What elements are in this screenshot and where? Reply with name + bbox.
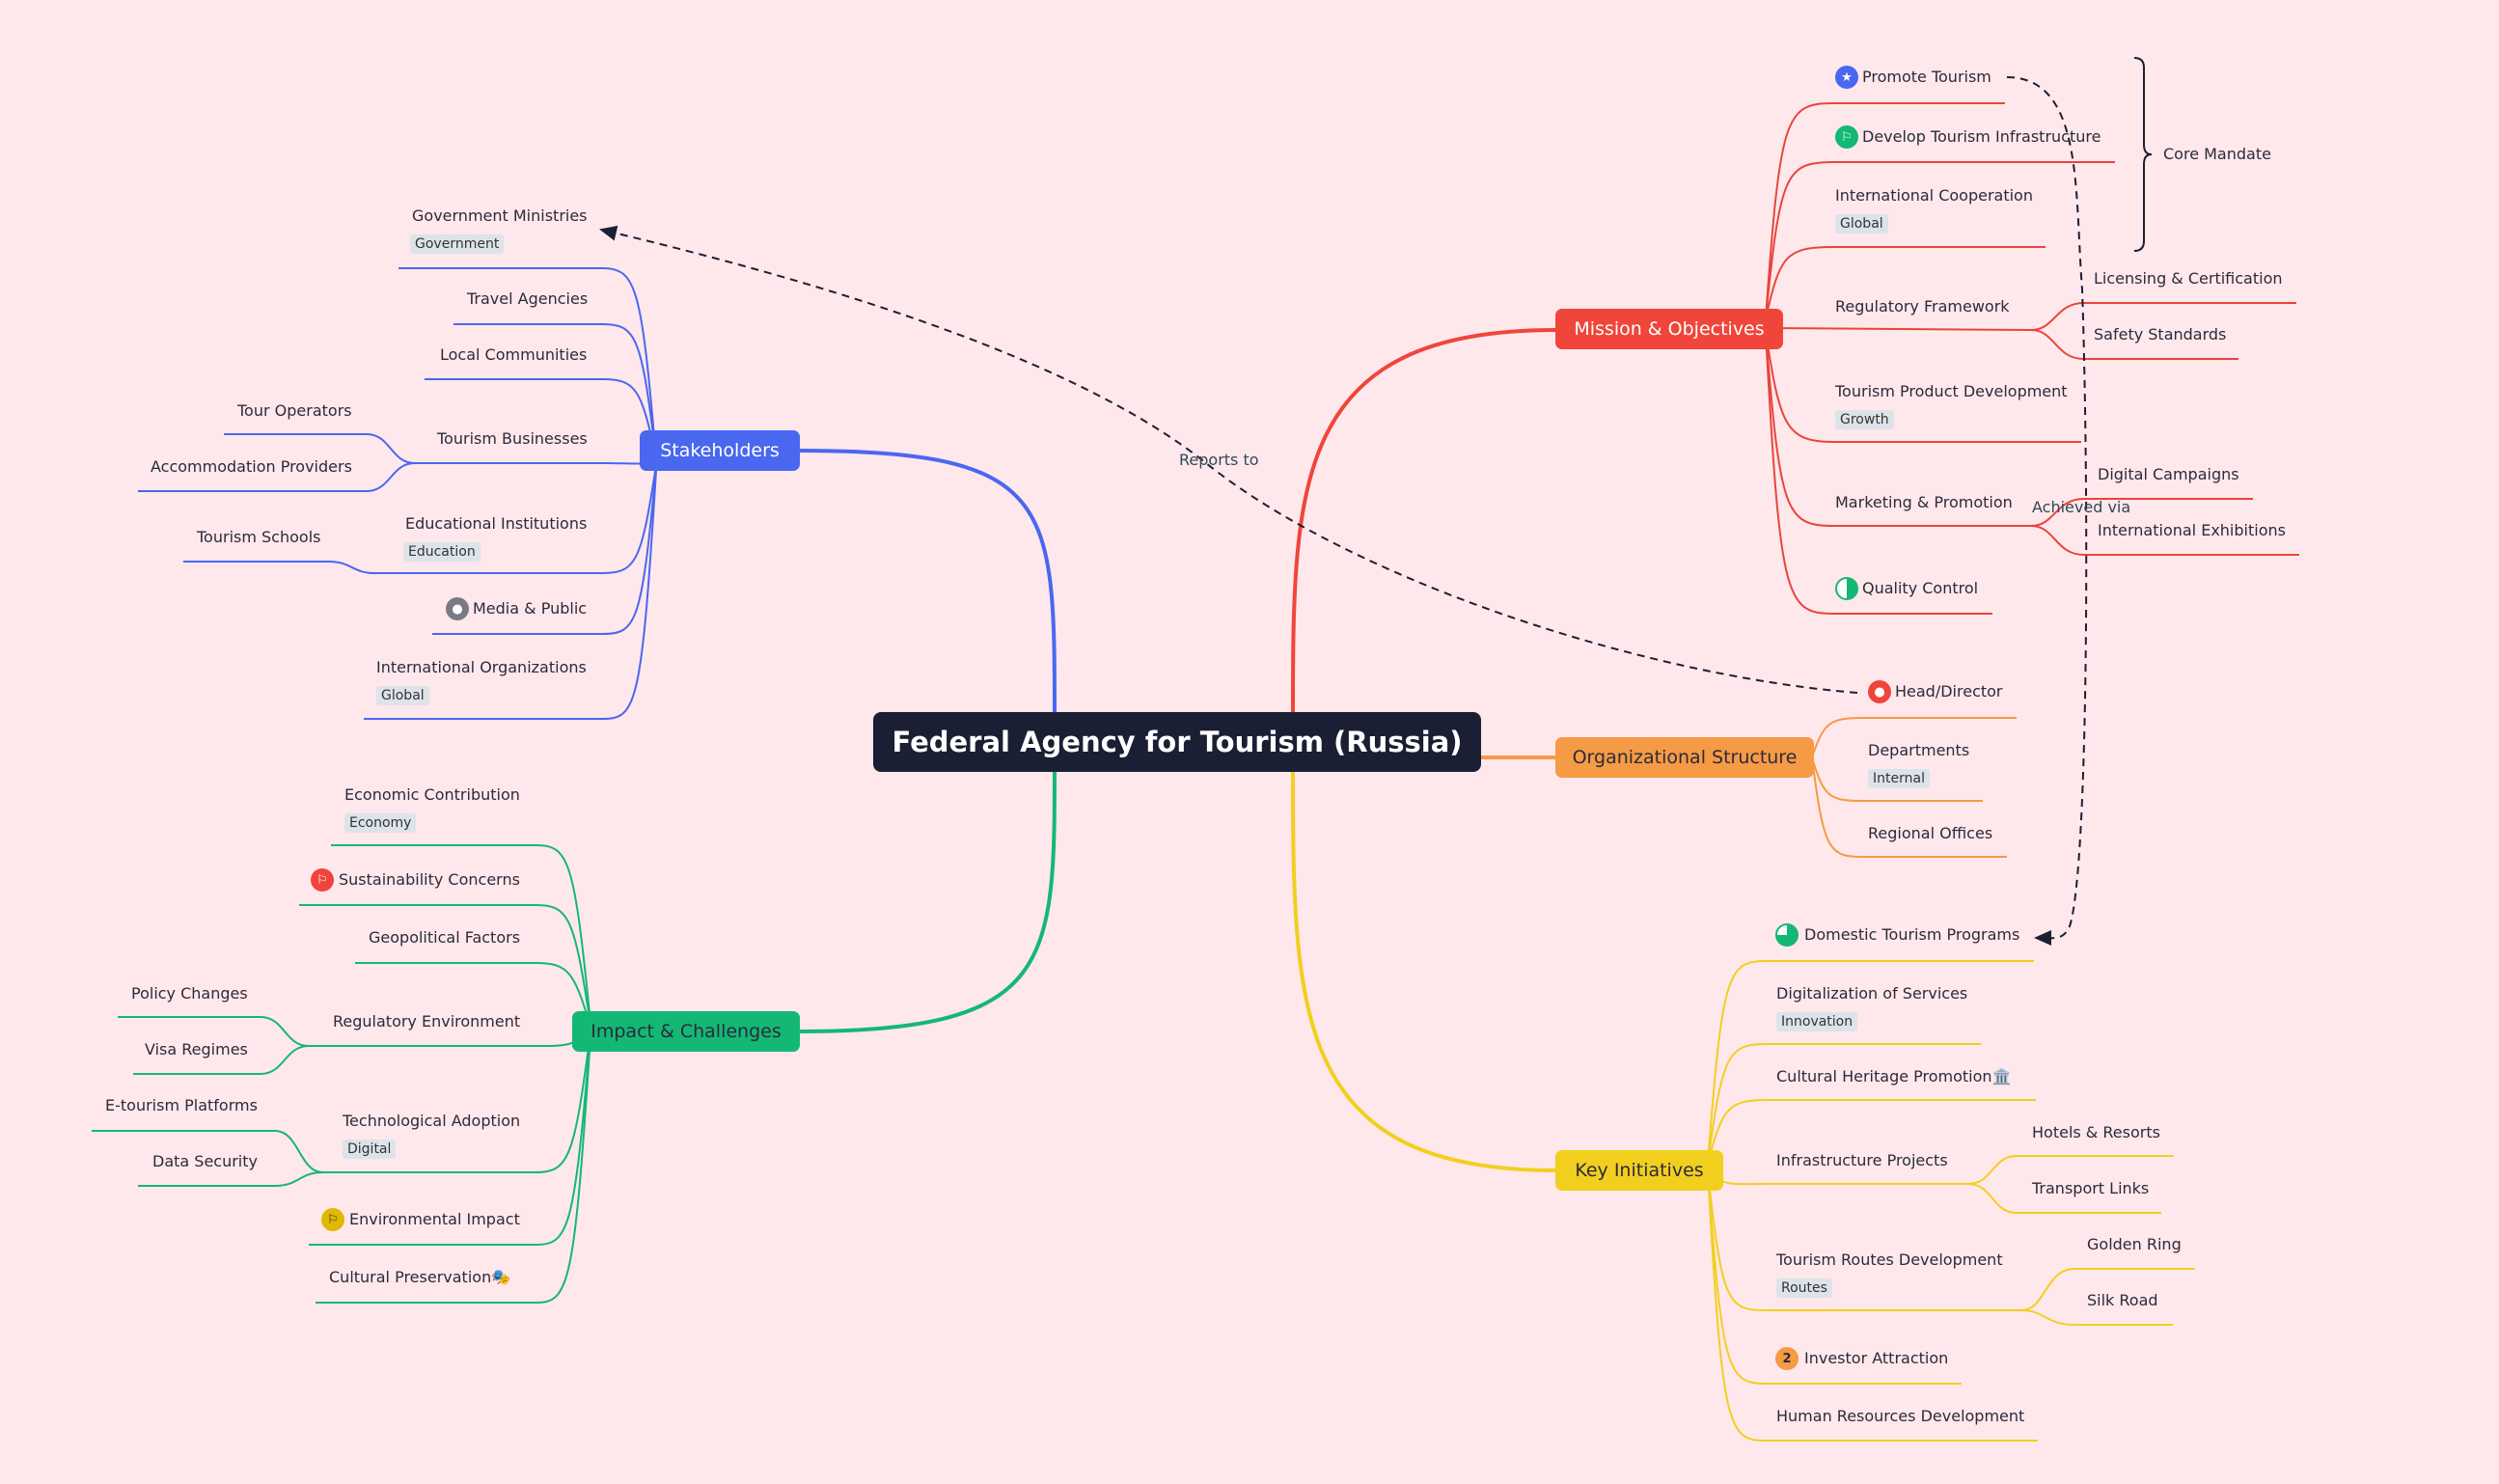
reports-to-label: Reports to — [1179, 451, 1259, 469]
init-domestic[interactable]: Domestic Tourism Programs — [1804, 925, 2020, 944]
branch-mission[interactable]: Mission & Objectives — [1555, 309, 1783, 349]
core-mandate-label: Core Mandate — [2163, 145, 2271, 163]
star-icon: ★ — [1835, 66, 1858, 89]
tag-innovation: Innovation — [1776, 1012, 1858, 1031]
mission-promote[interactable]: Promote Tourism — [1862, 68, 1991, 86]
branch-org[interactable]: Organizational Structure — [1555, 737, 1814, 778]
reports-to-relation — [599, 225, 1858, 694]
stake-edu[interactable]: Educational Institutions — [405, 514, 588, 533]
stake-local[interactable]: Local Communities — [440, 345, 588, 364]
tag-internal: Internal — [1868, 769, 1930, 788]
init-infra-hotels[interactable]: Hotels & Resorts — [2032, 1123, 2160, 1141]
init-infra-transport[interactable]: Transport Links — [2032, 1179, 2150, 1197]
achieved-via-relation — [2006, 76, 2088, 947]
tag-growth: Growth — [1835, 410, 1894, 429]
mission-marketing-exhibitions[interactable]: International Exhibitions — [2098, 521, 2286, 539]
stake-media[interactable]: Media & Public — [473, 599, 588, 618]
mission-intl[interactable]: International Cooperation — [1835, 186, 2033, 205]
stake-business-tour[interactable]: Tour Operators — [237, 401, 352, 420]
person-icon: ● — [1868, 680, 1891, 703]
mission-product[interactable]: Tourism Product Development — [1835, 382, 2068, 400]
branch-impact[interactable]: Impact & Challenges — [572, 1011, 800, 1052]
core-mandate-bracket — [2133, 57, 2153, 252]
impact-regenv-policy[interactable]: Policy Changes — [131, 984, 248, 1003]
impact-regenv[interactable]: Regulatory Environment — [333, 1012, 521, 1031]
branch-stakeholders[interactable]: Stakeholders — [640, 430, 800, 471]
tag-government: Government — [410, 234, 505, 254]
flag-icon: ⚐ — [321, 1208, 344, 1231]
impact-sustain[interactable]: Sustainability Concerns — [339, 870, 520, 889]
tag-global: Global — [376, 686, 429, 705]
mission-infra[interactable]: Develop Tourism Infrastructure — [1862, 127, 2101, 146]
stake-gov[interactable]: Government Ministries — [412, 206, 588, 225]
priority-2-icon: 2 — [1775, 1347, 1799, 1370]
init-routes-silk[interactable]: Silk Road — [2087, 1291, 2158, 1309]
mission-marketing[interactable]: Marketing & Promotion — [1835, 493, 2013, 511]
impact-tech-security[interactable]: Data Security — [152, 1152, 258, 1170]
impact-geo[interactable]: Geopolitical Factors — [369, 928, 521, 947]
achieved-via-label: Achieved via — [2032, 498, 2131, 516]
tag-digital: Digital — [343, 1140, 397, 1159]
stake-edu-schools[interactable]: Tourism Schools — [197, 528, 321, 546]
stake-business-accommodation[interactable]: Accommodation Providers — [151, 457, 352, 476]
tag-routes: Routes — [1776, 1278, 1832, 1298]
mission-reg-safety[interactable]: Safety Standards — [2094, 325, 2227, 344]
init-routes-golden[interactable]: Golden Ring — [2087, 1235, 2182, 1253]
init-digital[interactable]: Digitalization of Services — [1776, 984, 1968, 1003]
mission-quality[interactable]: Quality Control — [1862, 579, 1979, 597]
mission-reg[interactable]: Regulatory Framework — [1835, 297, 2010, 316]
quarter-progress-icon — [1775, 923, 1799, 947]
tag-education: Education — [403, 542, 481, 562]
branch-initiatives[interactable]: Key Initiatives — [1555, 1150, 1723, 1191]
impact-economic[interactable]: Economic Contribution — [344, 785, 520, 804]
org-head[interactable]: Head/Director — [1895, 682, 2003, 701]
mission-marketing-digital[interactable]: Digital Campaigns — [2098, 465, 2239, 483]
person-icon: ● — [446, 597, 469, 620]
init-heritage[interactable]: Cultural Heritage Promotion🏛️ — [1776, 1067, 2012, 1086]
stake-business[interactable]: Tourism Businesses — [437, 429, 588, 448]
root-node[interactable]: Federal Agency for Tourism (Russia) — [873, 712, 1481, 772]
half-progress-icon — [1835, 577, 1858, 600]
org-departments[interactable]: Departments — [1868, 741, 1970, 759]
init-routes[interactable]: Tourism Routes Development — [1776, 1250, 2003, 1269]
impact-env[interactable]: Environmental Impact — [349, 1210, 520, 1228]
tag-economy: Economy — [344, 813, 417, 833]
impact-regenv-visa[interactable]: Visa Regimes — [145, 1040, 248, 1058]
flag-icon: ⚐ — [1835, 125, 1858, 149]
stake-travel[interactable]: Travel Agencies — [467, 289, 589, 308]
flag-icon: ⚐ — [311, 868, 334, 892]
init-infra[interactable]: Infrastructure Projects — [1776, 1151, 1948, 1169]
impact-tech-etourism[interactable]: E-tourism Platforms — [105, 1096, 258, 1114]
org-regional[interactable]: Regional Offices — [1868, 824, 1993, 842]
mission-reg-licensing[interactable]: Licensing & Certification — [2094, 269, 2283, 288]
tag-global: Global — [1835, 214, 1888, 234]
init-hr[interactable]: Human Resources Development — [1776, 1407, 2025, 1425]
impact-tech[interactable]: Technological Adoption — [343, 1112, 521, 1130]
init-investor[interactable]: Investor Attraction — [1804, 1349, 1949, 1367]
impact-cultural[interactable]: Cultural Preservation🎭 — [329, 1268, 511, 1286]
stake-intlorg[interactable]: International Organizations — [376, 658, 587, 676]
